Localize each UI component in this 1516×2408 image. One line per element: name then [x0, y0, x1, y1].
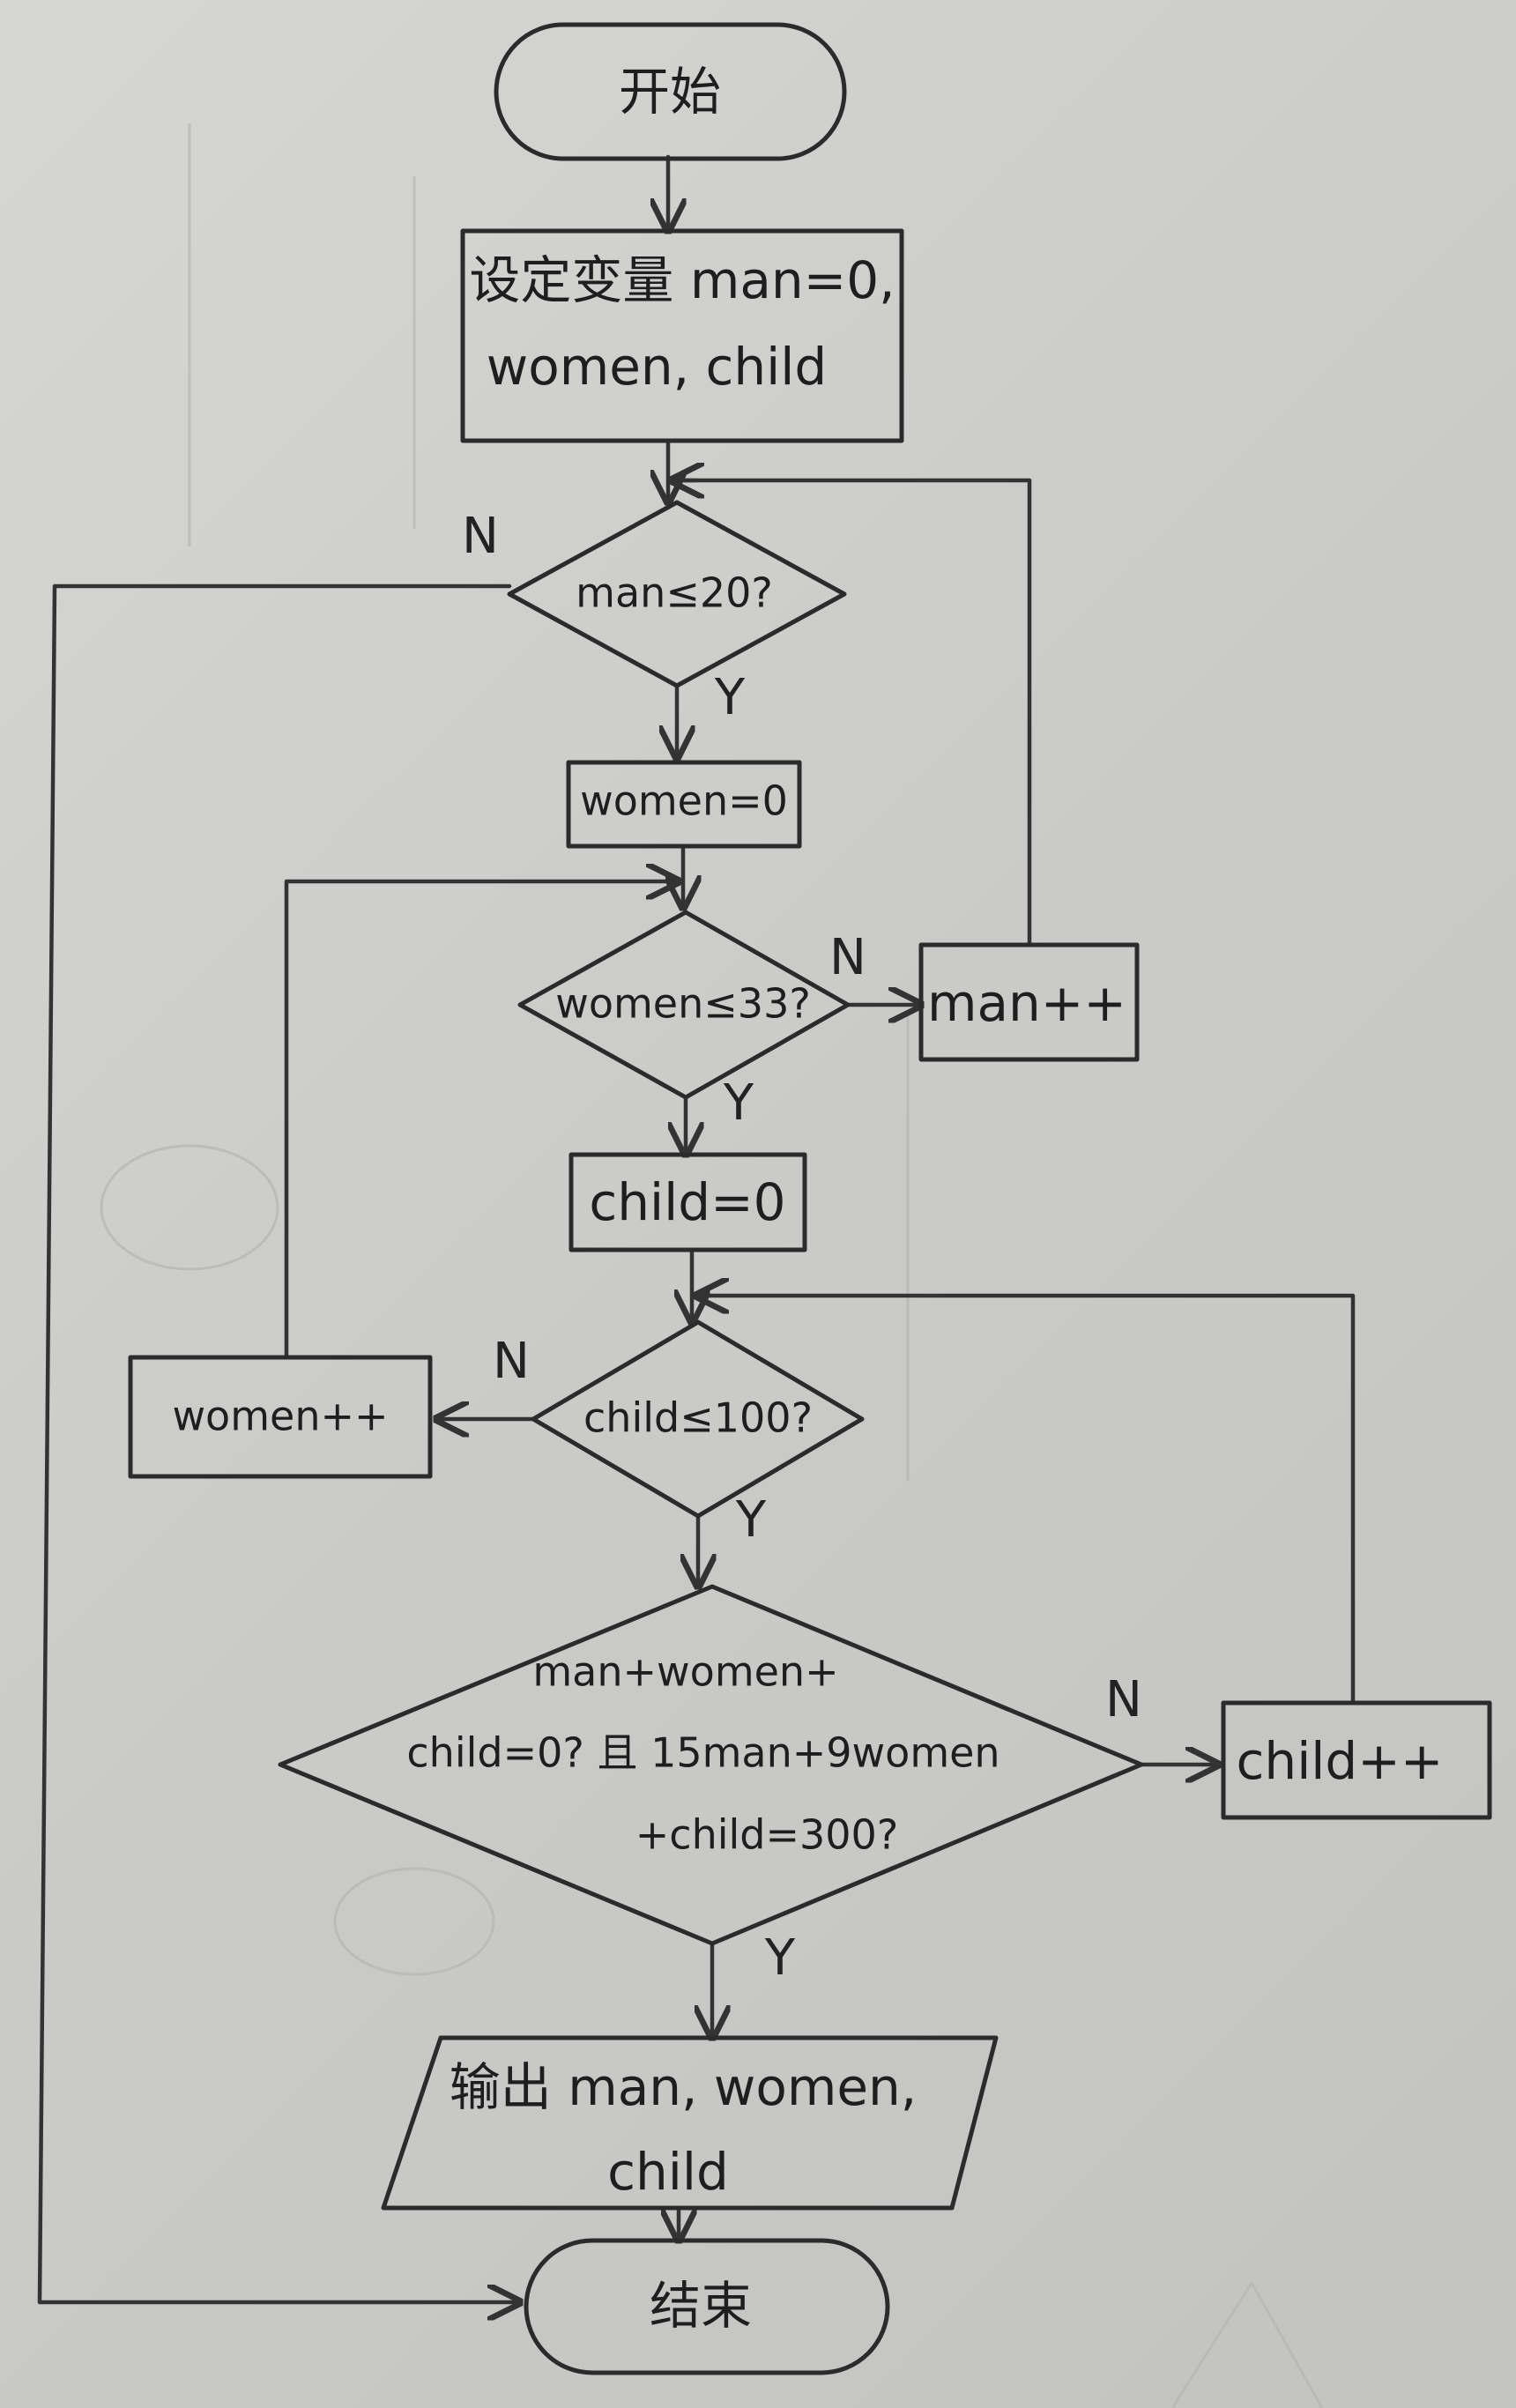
init-label-line2: women, child	[487, 337, 827, 397]
women-inc-label: women++	[172, 1393, 388, 1440]
cond-women-yes-marker: Y	[723, 1074, 754, 1132]
init-label-line1: 设定变量 man=0,	[469, 250, 895, 310]
child-reset-label: child=0	[589, 1172, 785, 1232]
check-label-line3: +child=300?	[635, 1811, 899, 1859]
man-inc-process	[918, 942, 1140, 1062]
start-terminal	[494, 22, 847, 161]
init-process	[460, 228, 904, 443]
women-inc-process	[128, 1355, 433, 1479]
start-label: 开始	[619, 62, 721, 122]
cond-child-no-marker: N	[493, 1333, 530, 1390]
end-label: 结束	[650, 2276, 752, 2336]
cond-child-yes-marker: Y	[735, 1491, 767, 1549]
cond-man-yes-marker: Y	[714, 669, 746, 726]
man-inc-label: man++	[927, 973, 1126, 1033]
arrow-man-inc-loop	[680, 478, 1032, 948]
background-scribbles	[100, 123, 1324, 2408]
end-terminal	[524, 2238, 890, 2375]
arrow-cond-man-no	[37, 583, 520, 2302]
output-io	[381, 2035, 999, 2211]
arrow-women-inc-loop	[284, 881, 679, 1360]
check-label-line2: child=0? 且 15man+9women	[406, 1729, 1000, 1777]
output-label-line1: 输出 man, women,	[450, 2057, 917, 2117]
child-inc-process	[1221, 1700, 1492, 1820]
cond-women-decision	[517, 910, 851, 1100]
women-reset-process	[566, 760, 802, 849]
cond-women-no-marker: N	[829, 929, 866, 986]
flow-lines	[37, 154, 1356, 2302]
check-label-line1: man+women+	[532, 1648, 838, 1696]
arrow-child-inc-loop	[696, 1296, 1356, 1706]
check-yes-marker: Y	[764, 1929, 796, 1987]
child-inc-label: child++	[1237, 1731, 1444, 1791]
cond-man-label: man≤20?	[576, 569, 773, 617]
check-decision	[278, 1584, 1144, 1946]
cond-women-label: women≤33?	[555, 980, 811, 1028]
cond-child-label: child≤100?	[583, 1394, 813, 1442]
check-no-marker: N	[1105, 1671, 1142, 1728]
women-reset-label: women=0	[580, 777, 788, 825]
cond-child-decision	[531, 1319, 865, 1519]
cond-man-no-marker: N	[462, 508, 499, 565]
child-reset-process	[568, 1152, 807, 1252]
output-label-line2: child	[607, 2142, 729, 2202]
cond-man-decision	[507, 500, 847, 688]
